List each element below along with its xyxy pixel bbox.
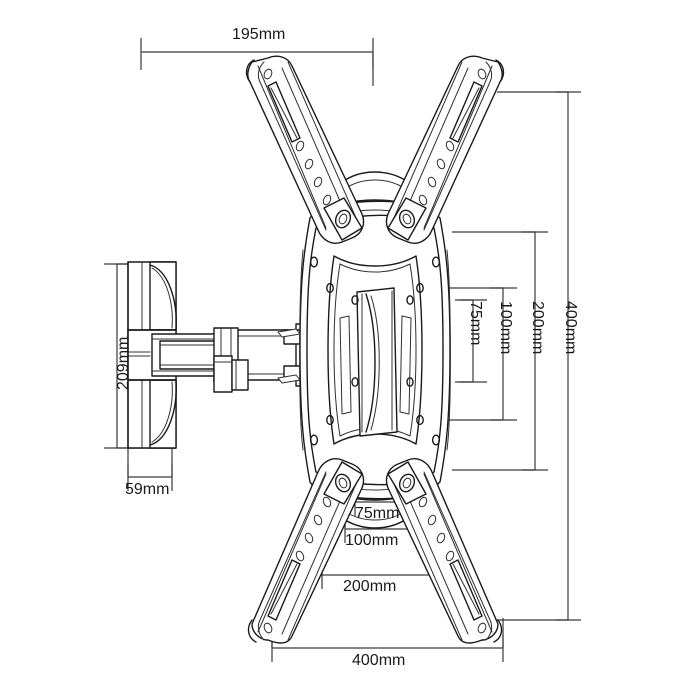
arm-top-left <box>245 55 365 244</box>
dimension-label-100mm-horizontal: 100mm <box>345 532 399 549</box>
dimension-label-59mm: 59mm <box>125 481 170 498</box>
dimension-label-209mm: 209mm <box>115 336 132 390</box>
arm-bottom-left <box>247 458 365 644</box>
dimension-label-100mm-vertical: 100mm <box>497 301 514 355</box>
arm-bottom-right <box>385 458 503 644</box>
dimension-label-200mm-vertical: 200mm <box>529 301 546 355</box>
dimension-label-195mm: 195mm <box>232 26 286 43</box>
dimension-75mm-vertical <box>455 299 487 383</box>
dimension-label-75mm-vertical: 75mm <box>467 301 484 346</box>
dimension-400mm-vertical <box>497 91 581 621</box>
dimension-200mm-vertical <box>452 231 548 471</box>
dimension-label-75mm-horizontal: 75mm <box>355 505 400 522</box>
dimension-label-200mm-horizontal: 200mm <box>343 578 397 595</box>
dimension-195mm <box>140 38 374 86</box>
dimension-label-400mm-horizontal: 400mm <box>352 652 406 669</box>
pivot-joint <box>213 327 249 393</box>
arm-top-right <box>385 55 505 244</box>
dimension-label-400mm-vertical: 400mm <box>562 301 579 355</box>
dimension-59mm <box>127 448 173 491</box>
